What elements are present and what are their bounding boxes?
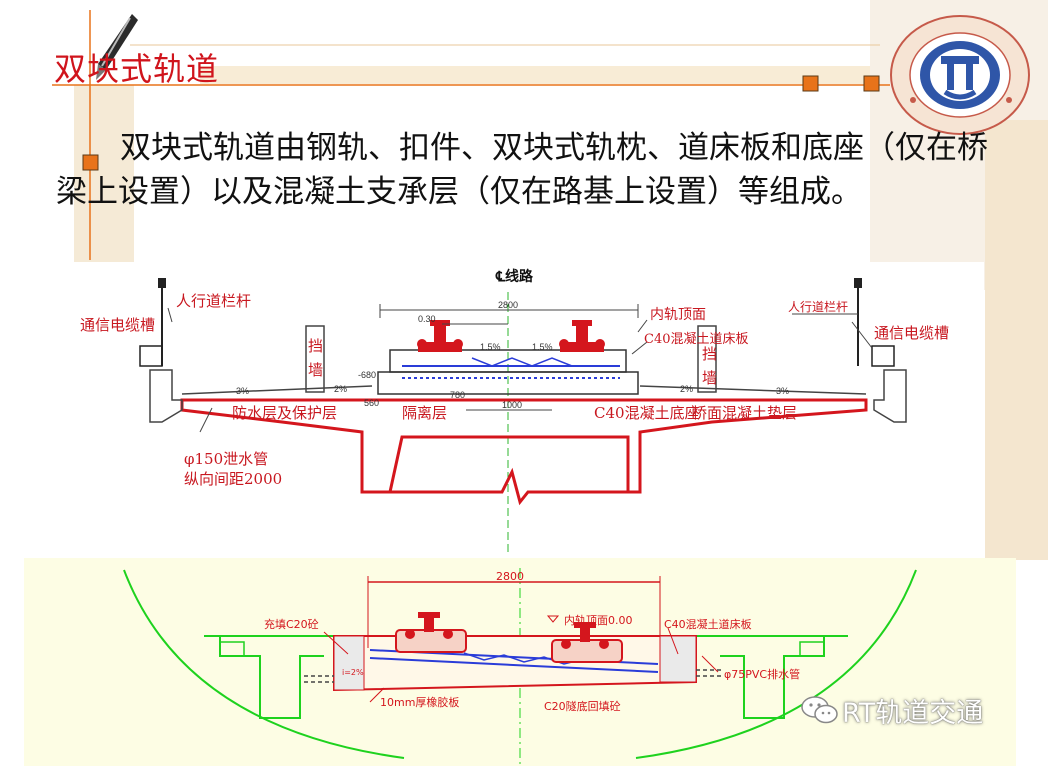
slide-body-paragraph: 双块式轨道由钢轨、扣件、双块式轨枕、道床板和底座（仅在桥梁上设置）以及混凝土支承… [56,130,988,210]
tunnel-section-drawing: 充填C20砼 内轨顶面0.00 C40混凝土道床板 φ75PVC排水管 10mm… [24,558,1016,766]
label-slab: C40混凝土道床板 [644,332,749,347]
label-railing-left: 人行道栏杆 [176,292,252,310]
wechat-icon [801,696,838,724]
label-cable-right: 通信电缆槽 [874,324,950,342]
label-inner-rail-top-tunnel: 内轨顶面0.00 [564,614,633,627]
tunnel-rail-left [405,612,453,639]
slide-body-text: 双块式轨道由钢轨、扣件、双块式轨枕、道床板和底座（仅在桥梁上设置）以及混凝土支承… [56,126,1016,214]
bridge-section-lines [139,278,907,552]
label-rubber: 10mm厚橡胶板 [380,696,460,709]
label-fill: 充填C20砼 [264,618,319,631]
label-drain-spacing: 纵向间距2000 [184,470,283,488]
dim-cross-right: 2% [680,384,694,394]
slide-title: 双块式轨道 [54,50,220,88]
label-railing-right: 人行道栏杆 [788,300,849,314]
tunnel-section-lines [123,568,917,766]
label-isolation: 隔离层 [402,404,448,422]
dim-width: 2800 [498,300,519,310]
rail-right [559,320,605,352]
centerline-text: 线路 [505,269,533,285]
dim-cross-left: 2% [334,384,348,394]
dim-d3: 780 [450,390,466,400]
dim-slope-right: 1.5% [532,342,553,352]
dim-slope-left: 1.5% [480,342,501,352]
bridge-section-drawing: ℄线路 人行道栏杆 人行道栏杆 通信电缆槽 通信电缆槽 挡墙 挡墙 内轨顶面 C… [72,262,984,558]
rail-left [417,320,463,352]
dim-width-tunnel: 2800 [496,570,524,583]
label-wall-right: 挡墙 [702,345,718,387]
label-backfill: C20隧底回填砼 [544,700,621,713]
label-wall-left: 挡墙 [308,337,324,379]
pen-icon [96,14,138,80]
dim-d5: 560 [364,398,380,408]
label-inner-rail-top: 内轨顶面 [650,307,706,323]
label-bridge-pad: 桥面混凝土垫层 [692,404,798,422]
label-base: C40混凝土底座 [594,404,700,422]
dim-d1: 0.30 [418,314,436,324]
dim-cross-left-2: 3% [236,386,250,396]
centerline-label: ℄线路 [496,269,533,285]
university-logo [890,15,1030,135]
watermark-text: RT轨道交通 [842,698,984,729]
label-waterproof: 防水层及保护层 [232,404,338,422]
label-slab-tunnel: C40混凝土道床板 [664,618,752,631]
tunnel-rail-right [561,622,609,649]
dim-cross-right-2: 3% [776,386,790,396]
label-drain-pipe: φ150泄水管 [184,450,269,468]
label-cable-left: 通信电缆槽 [80,316,156,334]
label-pvc: φ75PVC排水管 [724,668,801,681]
dim-d4: 1000 [502,400,523,410]
dim-d2: -680 [358,370,377,380]
label-slope: i=2% [342,668,364,677]
